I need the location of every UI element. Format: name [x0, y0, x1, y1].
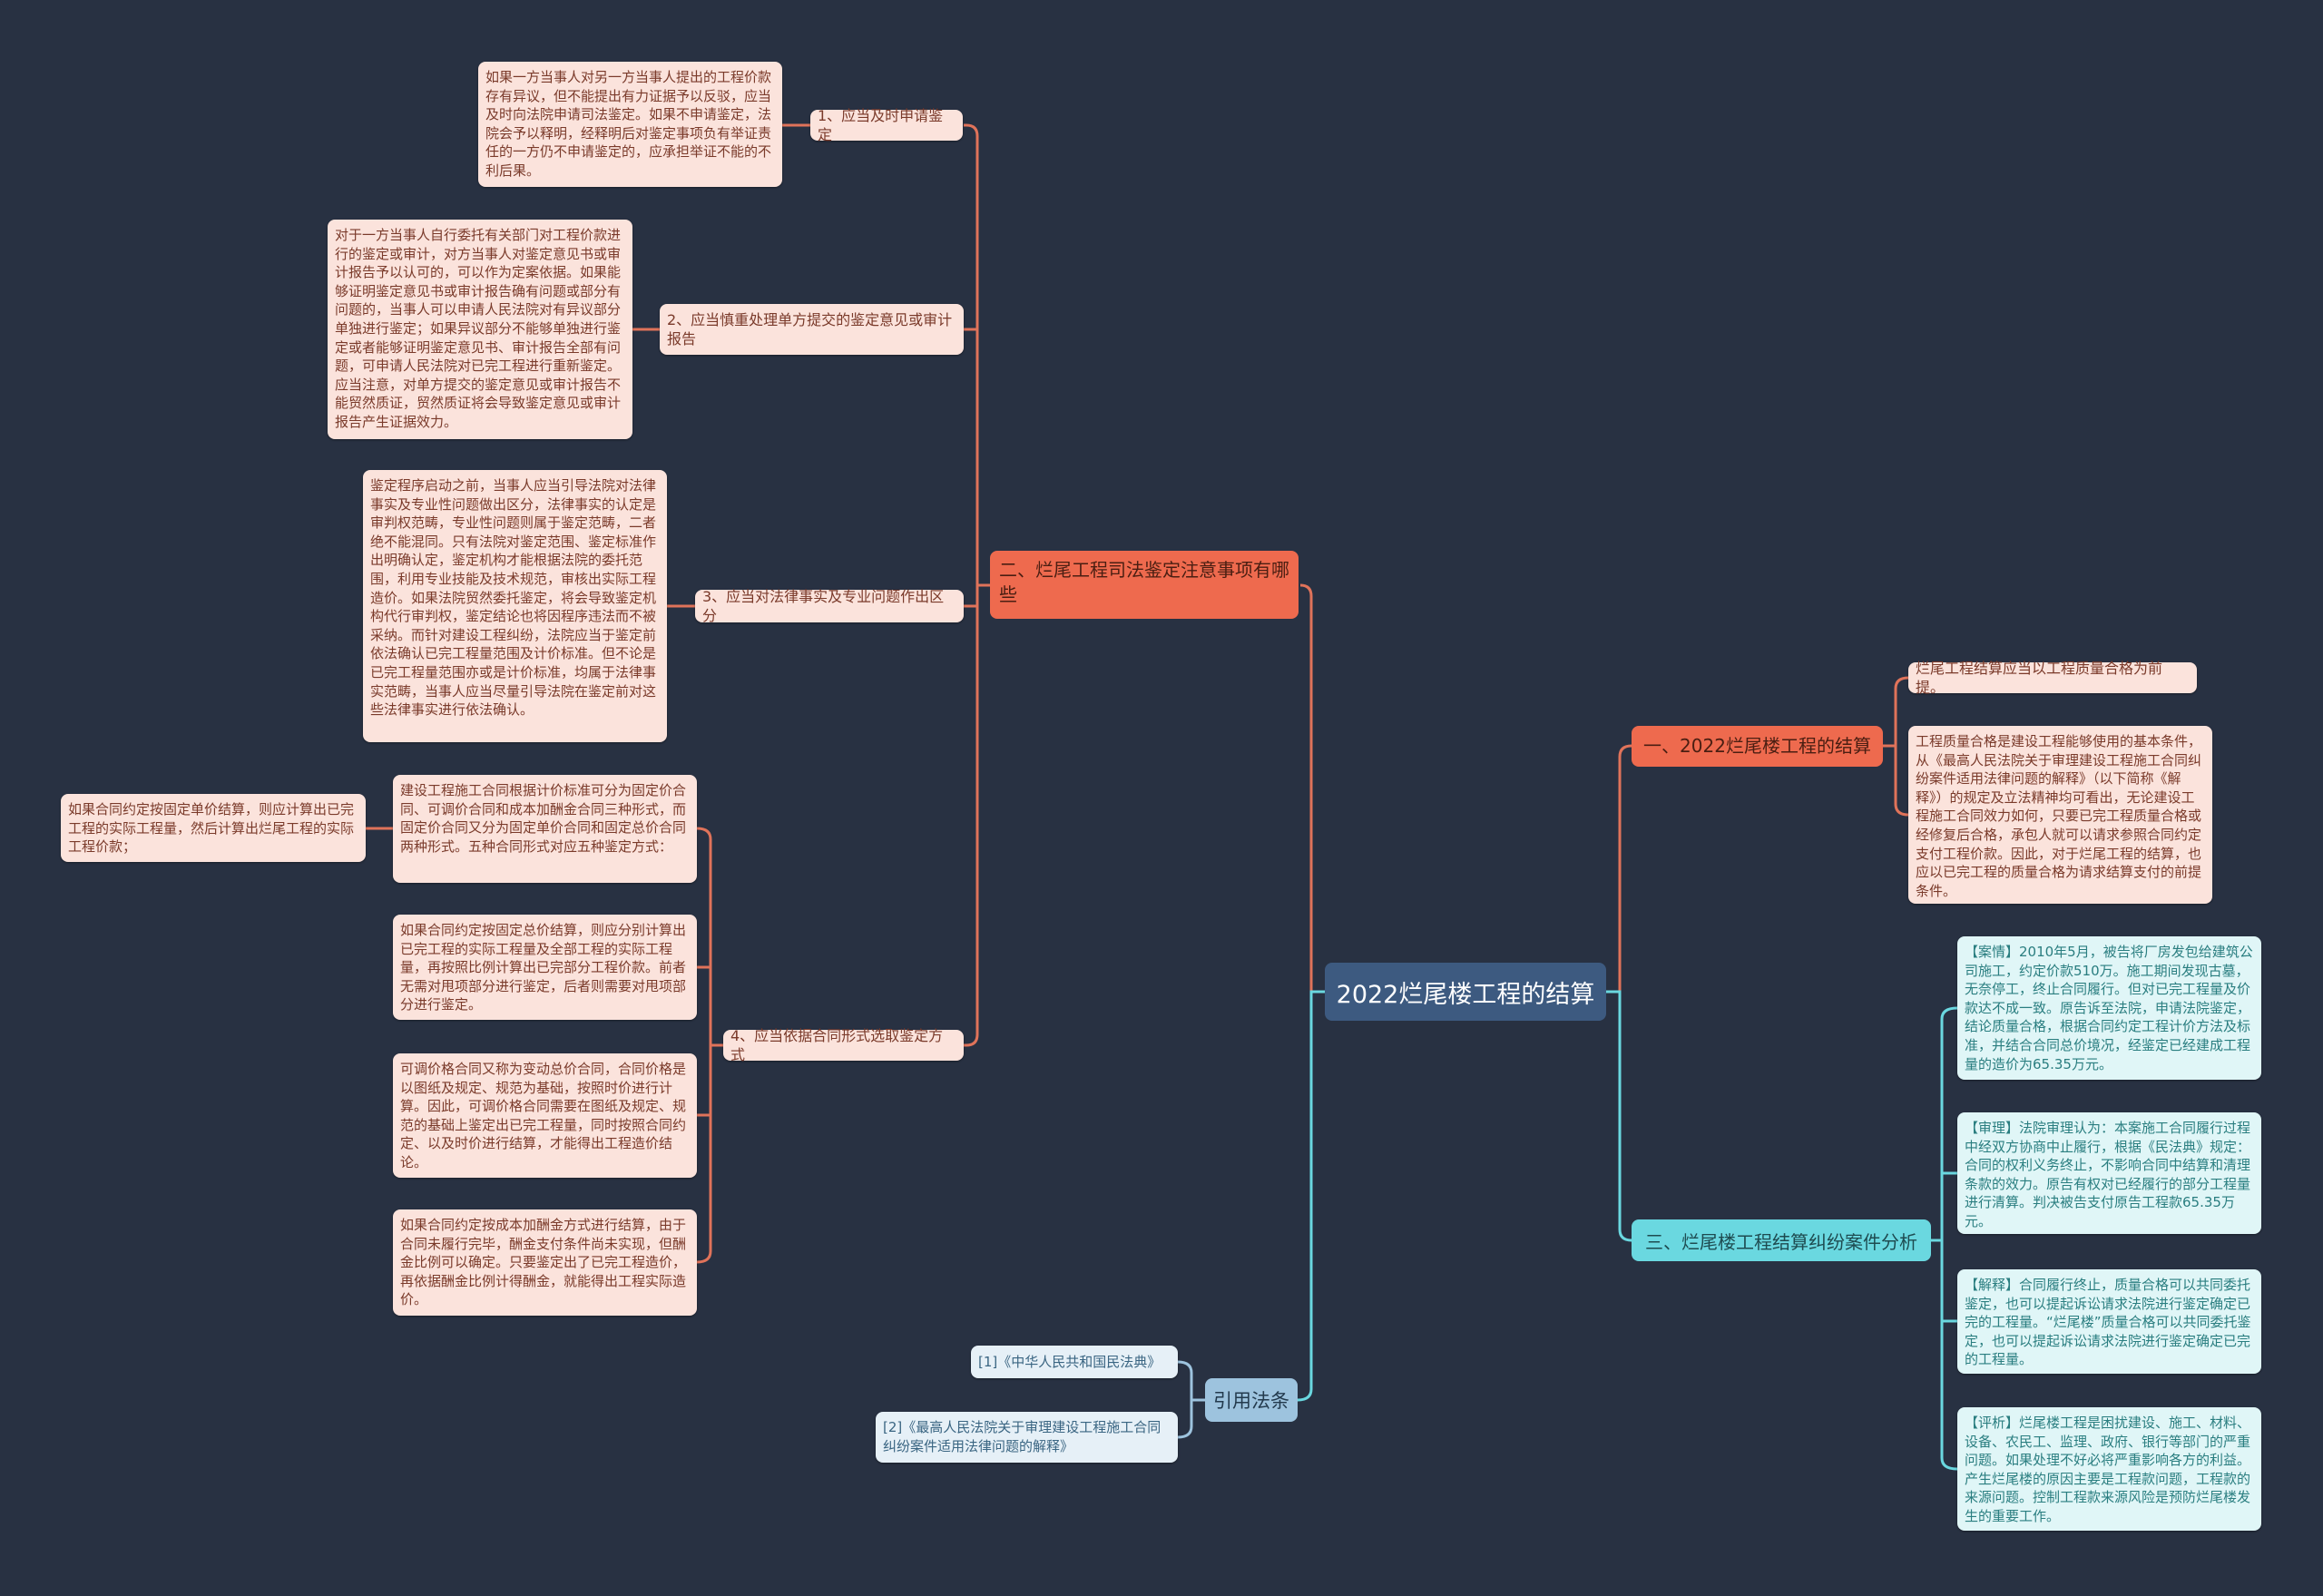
- branch-citations-label: 引用法条: [1213, 1390, 1289, 1412]
- topic-label: 3、应当对法律事实及专业问题作出区分: [702, 588, 945, 624]
- case-facts[interactable]: 【案情】2010年5月，被告将厂房发包给建筑公司施工，约定价款510万。施工期间…: [1957, 936, 2261, 1080]
- detail-contract-types[interactable]: 建设工程施工合同根据计价标准可分为固定价合同、可调价合同和成本加酬金合同三种形式…: [393, 775, 697, 883]
- branch-case-label: 三、烂尾楼工程结算纠纷案件分析: [1645, 1230, 1917, 1253]
- detail-text: 建设工程施工合同根据计价标准可分为固定价合同、可调价合同和成本加酬金合同三种形式…: [400, 782, 687, 855]
- case-explanation[interactable]: 【解释】合同履行终止，质量合格可以共同委托鉴定，也可以提起诉讼请求法院进行鉴定确…: [1957, 1269, 2261, 1374]
- citation-judicial-interpretation[interactable]: [2]《最高人民法院关于审理建设工程施工合同纠纷案件适用法律问题的解释》: [876, 1412, 1178, 1463]
- detail-text: 工程质量合格是建设工程能够使用的基本条件，从《最高人民法院关于审理建设工程施工合…: [1916, 733, 2202, 899]
- detail-text: 鉴定程序启动之前，当事人应当引导法院对法律事实及专业性问题做出区分，法律事实的认…: [370, 477, 657, 719]
- case-commentary[interactable]: 【评析】烂尾楼工程是困扰建设、施工、材料、设备、农民工、监理、政府、银行等部门的…: [1957, 1407, 2261, 1531]
- detail-distinguish-facts[interactable]: 鉴定程序启动之前，当事人应当引导法院对法律事实及专业性问题做出区分，法律事实的认…: [363, 470, 667, 742]
- branch-judicial-appraisal[interactable]: 二、烂尾工程司法鉴定注意事项有哪些: [990, 551, 1299, 619]
- detail-apply-appraisal[interactable]: 如果一方当事人对另一方当事人提出的工程价款存有异议，但不能提出有力证据予以反驳，…: [478, 62, 782, 187]
- detail-fixed-unit-price[interactable]: 如果合同约定按固定单价结算，则应计算出已完工程的实际工程量，然后计算出烂尾工程的…: [61, 794, 366, 862]
- topic-unilateral-report[interactable]: 2、应当慎重处理单方提交的鉴定意见或审计报告: [660, 304, 964, 355]
- branch-settlement[interactable]: 一、2022烂尾楼工程的结算: [1632, 726, 1883, 767]
- orange-connectors: [366, 123, 1909, 1264]
- branch-citations[interactable]: 引用法条: [1205, 1378, 1298, 1422]
- case-trial[interactable]: 【审理】法院审理认为：本案施工合同履行过程中经双方协商中止履行，根据《民法典》规…: [1957, 1112, 2261, 1234]
- detail-text: 如果合同约定按固定单价结算，则应计算出已完工程的实际工程量，然后计算出烂尾工程的…: [68, 801, 355, 856]
- branch-judicial-label: 二、烂尾工程司法鉴定注意事项有哪些: [999, 559, 1289, 605]
- root-topic[interactable]: 2022烂尾楼工程的结算: [1325, 963, 1606, 1021]
- detail-text: 可调价格合同又称为变动总价合同，合同价格是以图纸及规定、规范为基础，按照时价进行…: [400, 1061, 687, 1170]
- cyan-connectors: [1297, 990, 1958, 1471]
- detail-text: 【评析】烂尾楼工程是困扰建设、施工、材料、设备、农民工、监理、政府、银行等部门的…: [1965, 1415, 2251, 1524]
- blue-connectors: [1177, 1360, 1205, 1439]
- topic-distinguish-facts[interactable]: 3、应当对法律事实及专业问题作出区分: [695, 588, 964, 624]
- detail-text: 如果一方当事人对另一方当事人提出的工程价款存有异议，但不能提出有力证据予以反驳，…: [485, 69, 772, 179]
- detail-unilateral-report[interactable]: 对于一方当事人自行委托有关部门对工程价款进行的鉴定或审计，对方当事人对鉴定意见书…: [328, 220, 632, 439]
- topic-contract-form[interactable]: 4、应当依据合同形式选取鉴定方式: [723, 1027, 964, 1063]
- detail-text: 【案情】2010年5月，被告将厂房发包给建筑公司施工，约定价款510万。施工期间…: [1965, 944, 2253, 1072]
- detail-text: 对于一方当事人自行委托有关部门对工程价款进行的鉴定或审计，对方当事人对鉴定意见书…: [335, 227, 622, 430]
- topic-apply-appraisal[interactable]: 1、应当及时申请鉴定: [810, 107, 963, 143]
- detail-text: 如果合同约定按固定总价结算，则应分别计算出已完工程的实际工程量及全部工程的实际工…: [400, 922, 687, 1013]
- detail-text: 如果合同约定按成本加酬金方式进行结算，由于合同未履行完毕，酬金支付条件尚未实现，…: [400, 1217, 687, 1308]
- settlement-premise[interactable]: 烂尾工程结算应当以工程质量合格为前提。: [1908, 660, 2197, 696]
- topic-label: 2、应当慎重处理单方提交的鉴定意见或审计报告: [667, 311, 953, 348]
- citation-text: [1]《中华人民共和国民法典》: [978, 1353, 1162, 1370]
- topic-label: 4、应当依据合同形式选取鉴定方式: [730, 1027, 944, 1063]
- detail-text: 【解释】合同履行终止，质量合格可以共同委托鉴定，也可以提起诉讼请求法院进行鉴定确…: [1965, 1277, 2251, 1368]
- branch-case-analysis[interactable]: 三、烂尾楼工程结算纠纷案件分析: [1632, 1219, 1931, 1261]
- detail-cost-plus[interactable]: 如果合同约定按成本加酬金方式进行结算，由于合同未履行完毕，酬金支付条件尚未实现，…: [393, 1209, 697, 1316]
- detail-text: 烂尾工程结算应当以工程质量合格为前提。: [1916, 660, 2163, 696]
- citation-civil-code[interactable]: [1]《中华人民共和国民法典》: [971, 1346, 1178, 1378]
- detail-fixed-total-price[interactable]: 如果合同约定按固定总价结算，则应分别计算出已完工程的实际工程量及全部工程的实际工…: [393, 915, 697, 1020]
- topic-label: 1、应当及时申请鉴定: [818, 107, 944, 143]
- detail-adjustable-price[interactable]: 可调价格合同又称为变动总价合同，合同价格是以图纸及规定、规范为基础，按照时价进行…: [393, 1053, 697, 1178]
- settlement-quality-condition[interactable]: 工程质量合格是建设工程能够使用的基本条件，从《最高人民法院关于审理建设工程施工合…: [1908, 726, 2212, 904]
- detail-text: 【审理】法院审理认为：本案施工合同履行过程中经双方协商中止履行，根据《民法典》规…: [1965, 1120, 2251, 1229]
- root-topic-label: 2022烂尾楼工程的结算: [1336, 980, 1595, 1009]
- citation-text: [2]《最高人民法院关于审理建设工程施工合同纠纷案件适用法律问题的解释》: [883, 1419, 1162, 1454]
- branch-settlement-label: 一、2022烂尾楼工程的结算: [1643, 735, 1871, 757]
